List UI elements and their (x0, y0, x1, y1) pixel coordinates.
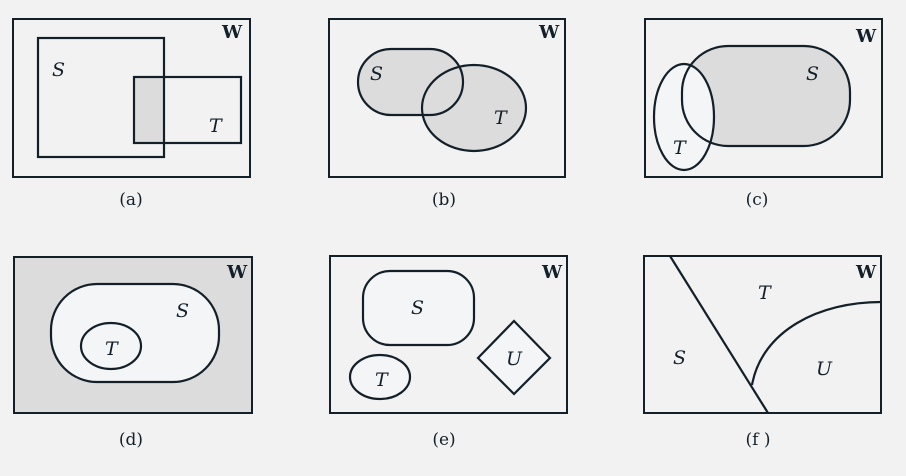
partition-line (669, 255, 769, 414)
panel-d: W S T (d) (13, 256, 253, 450)
universe-label: W (541, 262, 563, 283)
set-t-label: T (494, 107, 508, 129)
set-t-label: T (209, 115, 223, 137)
panel-e: W S T U (e) (329, 255, 568, 450)
panel-f: W S T U (f ) (643, 255, 882, 450)
set-t-region (79, 321, 143, 371)
set-s-label: S (806, 63, 819, 85)
panel-b: W S T (b) (328, 18, 566, 210)
panel-caption: (b) (432, 190, 456, 210)
intersection-region (134, 77, 164, 143)
universe-frame (643, 255, 882, 414)
panel-caption: (e) (432, 430, 455, 450)
partition-arc (750, 300, 882, 386)
set-s-region (361, 269, 476, 347)
set-u-region (476, 319, 552, 396)
set-t-label: T (758, 282, 772, 304)
universe-label: W (538, 22, 560, 43)
set-t-label: T (105, 338, 119, 360)
set-t-region (420, 63, 528, 153)
set-u-label: U (506, 348, 523, 370)
set-t-label: T (673, 137, 687, 159)
set-t-fill (422, 65, 526, 151)
universe-label: W (226, 262, 248, 283)
panel-caption: (d) (119, 430, 143, 450)
panel-caption: (a) (119, 190, 142, 210)
panel-a: W S T (a) (12, 18, 251, 210)
set-s-label: S (411, 297, 424, 319)
universe-label: W (855, 262, 877, 283)
set-t-label: T (375, 369, 389, 391)
panel-caption: (f ) (746, 430, 771, 450)
panel-caption: (c) (746, 190, 769, 210)
universe-label: W (855, 26, 877, 47)
set-s-label: S (176, 300, 189, 322)
set-s-boundary-inside-t (680, 64, 714, 148)
universe-label: W (221, 22, 243, 43)
set-t-region (132, 75, 243, 145)
set-s-label: S (370, 63, 383, 85)
set-s-region (356, 47, 465, 117)
set-s-label: S (52, 59, 65, 81)
set-u-label: U (816, 358, 833, 380)
panel-c: W S T (c) (644, 18, 883, 210)
set-s-region (36, 36, 166, 159)
set-s-label: S (673, 347, 686, 369)
set-t-region (348, 353, 412, 401)
universe-frame (12, 18, 251, 178)
